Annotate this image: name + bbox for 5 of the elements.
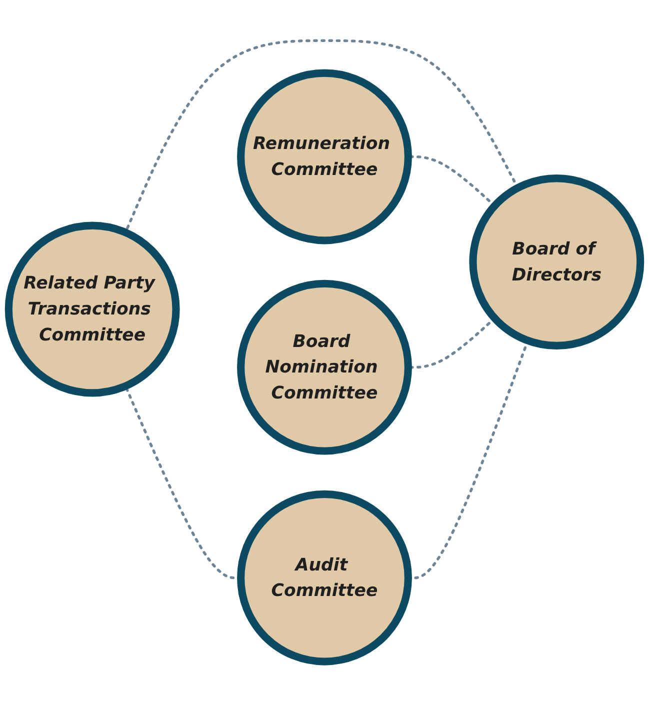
node-circle: Remuneration Committee	[237, 69, 412, 244]
node-circle: Audit Committee	[237, 490, 412, 666]
node-circle: Board of Directors	[469, 174, 644, 350]
node-circle: Related Party Transactions Committee	[4, 222, 180, 397]
node-circle: Board Nomination Committee	[237, 280, 412, 455]
